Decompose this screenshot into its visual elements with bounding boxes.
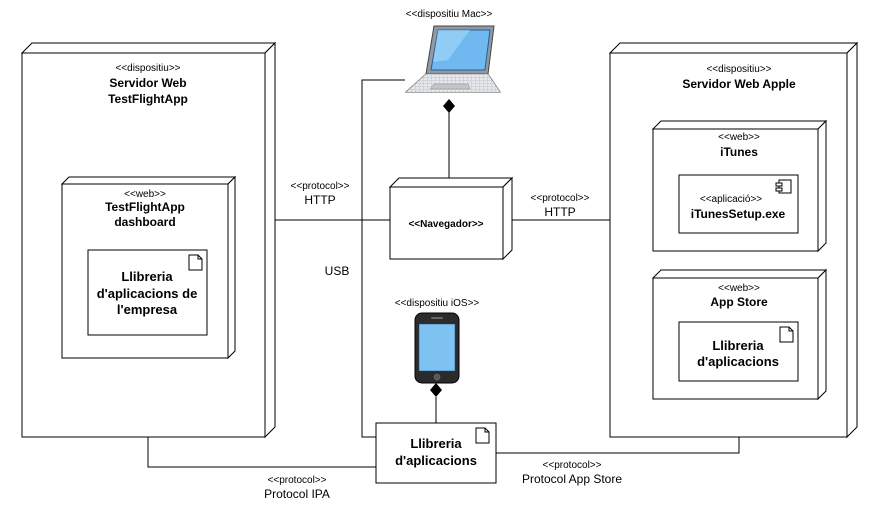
component-icon — [775, 179, 792, 194]
node-stereotype: <<dispositiu>> — [115, 63, 180, 74]
connector-label: HTTP — [304, 193, 335, 207]
artifact-label: d'aplicacions — [395, 453, 477, 468]
component-title: iTunesSetup.exe — [691, 207, 786, 221]
mac-device[interactable]: <<dispositiu Mac>> — [404, 9, 501, 113]
llibreria-empresa-artifact[interactable]: Llibreria d'aplicacions de l'empresa — [87, 249, 208, 336]
composition-diamond — [430, 383, 442, 397]
artifact-label: d'aplicacions — [697, 354, 779, 369]
node-title: App Store — [710, 295, 768, 309]
usb-link — [361, 79, 405, 438]
artifact-label: Llibreria — [410, 436, 462, 451]
component-stereotype: <<aplicació>> — [700, 194, 762, 205]
node-stereotype: <<dispositiu>> — [706, 64, 771, 75]
device-stereotype: <<dispositiu Mac>> — [406, 9, 493, 20]
connector-stereotype: <<protocol>> — [268, 475, 327, 486]
artifact-label: Llibreria — [712, 338, 764, 353]
laptop-icon — [404, 25, 501, 93]
node-stereotype: <<web>> — [124, 189, 166, 200]
node-title: TestFlightApp — [105, 200, 185, 214]
node-title: TestFlightApp — [108, 92, 188, 106]
itunes-setup-component[interactable]: <<aplicació>> iTunesSetup.exe — [678, 174, 799, 234]
document-icon — [188, 254, 203, 271]
node-title: <<Navegador>> — [408, 219, 483, 230]
connection-labels: <<protocol>> HTTP <<protocol>> HTTP USB … — [264, 181, 622, 501]
node-stereotype: <<web>> — [718, 132, 760, 143]
phone-icon — [414, 312, 460, 384]
device-stereotype: <<dispositiu iOS>> — [395, 298, 480, 309]
connector-label: Protocol App Store — [522, 472, 622, 486]
document-icon — [475, 427, 490, 444]
llibreria-central-artifact[interactable]: Llibreria d'aplicacions — [375, 422, 497, 484]
document-icon — [779, 326, 794, 343]
connector-stereotype: <<protocol>> — [291, 181, 350, 192]
connector-label: Protocol IPA — [264, 487, 330, 501]
connector-label: USB — [325, 264, 350, 278]
navegador-node[interactable]: <<Navegador>> — [388, 176, 514, 261]
node-stereotype: <<web>> — [718, 283, 760, 294]
connector-stereotype: <<protocol>> — [531, 193, 590, 204]
connector-stereotype: <<protocol>> — [543, 460, 602, 471]
node-title: dashboard — [114, 215, 175, 229]
artifact-label: Llibreria — [121, 269, 173, 284]
artifact-label: d'aplicacions de — [97, 286, 198, 301]
node-title: Servidor Web Apple — [682, 77, 796, 91]
node-title: iTunes — [720, 145, 758, 159]
ios-device[interactable]: <<dispositiu iOS>> — [395, 298, 480, 397]
artifact-label: l'empresa — [117, 302, 178, 317]
node-title: Servidor Web — [109, 76, 186, 90]
llibreria-appstore-artifact[interactable]: Llibreria d'aplicacions — [678, 321, 799, 382]
composition-diamond — [443, 99, 455, 113]
connector-label: HTTP — [544, 205, 575, 219]
